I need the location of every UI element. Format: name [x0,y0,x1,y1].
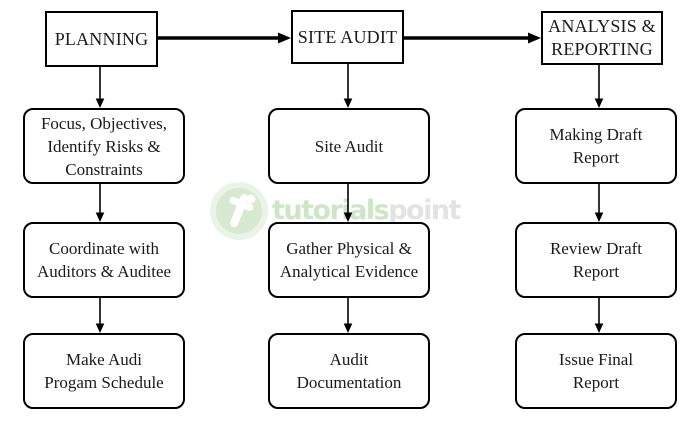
step-coordinate-auditors-auditee: Coordinate with Auditors & Auditee [23,222,185,298]
step-gather-evidence: Gather Physical & Analytical Evidence [268,222,430,298]
step-making-draft-report: Making Draft Report [515,108,677,184]
phase-header-site-audit: SITE AUDIT [291,10,404,64]
watermark-brand-green: tutorials [272,195,389,226]
arrow-planning-to-step1 [95,67,105,108]
arrow-planning-to-siteaudit [158,32,291,44]
step-make-audit-program-schedule: Make Audi Progam Schedule [23,333,185,409]
arrow-step1-to-step2-col3 [594,184,604,222]
step-site-audit: Site Audit [268,108,430,184]
step-focus-objectives-risks: Focus, Objectives, Identify Risks & Cons… [23,108,185,184]
arrow-siteaudit-to-analysis [404,32,541,44]
tutorialspoint-logo-icon [210,182,268,240]
phase-header-planning: PLANNING [45,11,158,67]
step-review-draft-report: Review Draft Report [515,222,677,298]
arrow-step2-to-step3-col1 [95,298,105,333]
arrow-analysis-to-step1 [594,65,604,108]
arrow-step2-to-step3-col3 [594,298,604,333]
arrow-step1-to-step2-col2 [343,184,353,222]
watermark-brand-text: tutorialspoint [272,195,462,226]
step-audit-documentation: Audit Documentation [268,333,430,409]
phase-header-analysis-reporting: ANALYSIS & REPORTING [541,11,663,65]
step-issue-final-report: Issue Final Report [515,333,677,409]
arrow-step1-to-step2-col1 [95,184,105,222]
arrow-siteaudit-to-step1 [343,64,353,108]
watermark-brand-gray: point [388,195,461,226]
arrow-step2-to-step3-col2 [343,298,353,333]
